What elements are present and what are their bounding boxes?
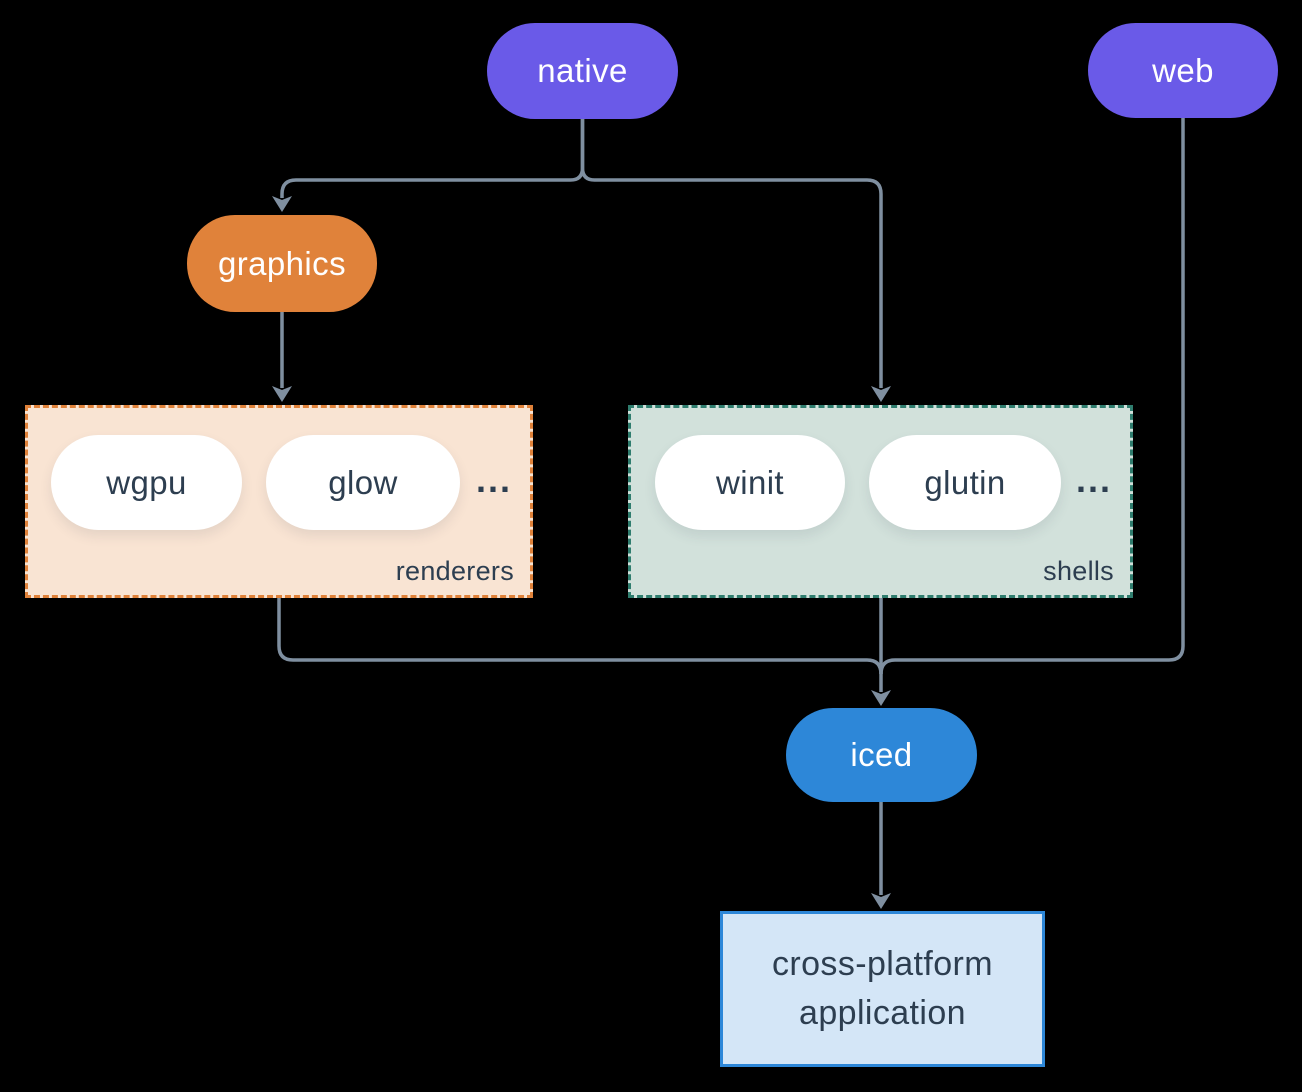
group-renderers: wgpu glow ... renderers [25,405,533,598]
node-winit-label: winit [715,463,785,501]
node-graphics-label: graphics [218,244,346,282]
node-iced: iced [786,708,977,802]
shells-ellipsis: ... [1075,458,1112,500]
node-wgpu-label: wgpu [106,463,187,501]
node-cross-platform-application: cross-platform application [720,911,1045,1067]
arrowhead-native-graphics [272,196,292,212]
node-native: native [487,23,678,119]
node-native-label: native [537,52,628,89]
node-glow-label: glow [328,463,398,501]
node-web-label: web [1152,51,1214,89]
renderers-group-label: renderers [395,556,514,586]
arrowhead-iced-application [871,893,891,909]
node-iced-label: iced [850,736,913,773]
edge-renderers-iced [277,597,883,675]
app-label-line1: cross-platform [772,944,993,983]
node-graphics: graphics [187,215,377,312]
node-glutin-label: glutin [924,463,1006,501]
node-web: web [1088,23,1278,118]
arrowhead-into-iced [871,690,891,706]
edge-native-graphics [280,119,585,198]
node-winit: winit [655,435,845,530]
renderers-ellipsis: ... [475,458,512,500]
group-shells: winit glutin ... shells [628,405,1133,598]
node-glutin: glutin [869,435,1061,530]
node-glow: glow [266,435,460,530]
shells-group-label: shells [1043,556,1114,586]
node-wgpu: wgpu [51,435,242,530]
edge-native-shells [580,119,883,388]
arrowhead-native-shells [871,386,891,402]
arrowhead-graphics-renderers [272,386,292,402]
app-label-line2: application [799,994,966,1032]
